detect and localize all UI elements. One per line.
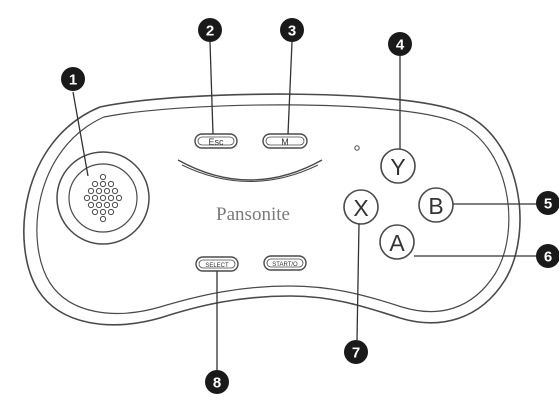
m-button[interactable]: M	[262, 133, 308, 149]
callout-1-label: 1	[69, 72, 77, 89]
esc-button-label: Esc	[208, 137, 224, 147]
a-button[interactable]: A	[379, 224, 415, 260]
callout-4-label: 4	[396, 37, 405, 54]
y-button-label: Y	[390, 154, 405, 180]
callout-3-label: 3	[288, 23, 296, 40]
joystick-rim	[56, 151, 150, 245]
callout-1: 1	[61, 67, 85, 91]
leader-line-2	[209, 41, 214, 135]
joystick-dots	[83, 173, 123, 223]
leader-line-1	[72, 91, 89, 177]
leader-line-7	[356, 223, 360, 341]
start-button[interactable]: START/O	[263, 255, 307, 271]
x-button-label: X	[353, 195, 368, 221]
controller-body-inner	[36, 104, 510, 315]
callout-6: 6	[536, 244, 559, 268]
a-button-label: A	[389, 230, 405, 256]
callout-2-label: 2	[206, 23, 214, 40]
esc-button[interactable]: Esc	[194, 133, 238, 149]
decorative-curve	[177, 159, 323, 181]
callout-8: 8	[205, 370, 229, 394]
callout-7: 7	[344, 340, 368, 364]
callout-2: 2	[198, 18, 222, 42]
callout-7-label: 7	[352, 345, 360, 362]
start-button-label: START/O	[272, 262, 298, 268]
joystick	[56, 151, 150, 245]
callout-8-label: 8	[213, 375, 221, 392]
leader-line-3	[287, 41, 293, 135]
x-button[interactable]: X	[343, 189, 379, 225]
callout-3: 3	[280, 18, 304, 42]
led-indicator	[354, 145, 360, 151]
callout-5-label: 5	[544, 196, 552, 213]
select-button-label: SELECT	[205, 263, 229, 269]
b-button[interactable]: B	[418, 187, 454, 223]
b-button-label: B	[428, 193, 443, 219]
select-button[interactable]: SELECT	[195, 256, 239, 272]
callout-5: 5	[536, 191, 559, 215]
callout-6-label: 6	[544, 249, 552, 266]
leader-lines	[72, 41, 538, 370]
controller-body-outer	[23, 93, 521, 326]
decorative-curve-inner	[181, 164, 319, 182]
m-button-label: M	[281, 137, 289, 147]
brand-label: Pansonite	[216, 204, 290, 225]
callout-4: 4	[388, 32, 412, 56]
y-button[interactable]: Y	[380, 148, 416, 184]
joystick-pad	[68, 163, 138, 233]
